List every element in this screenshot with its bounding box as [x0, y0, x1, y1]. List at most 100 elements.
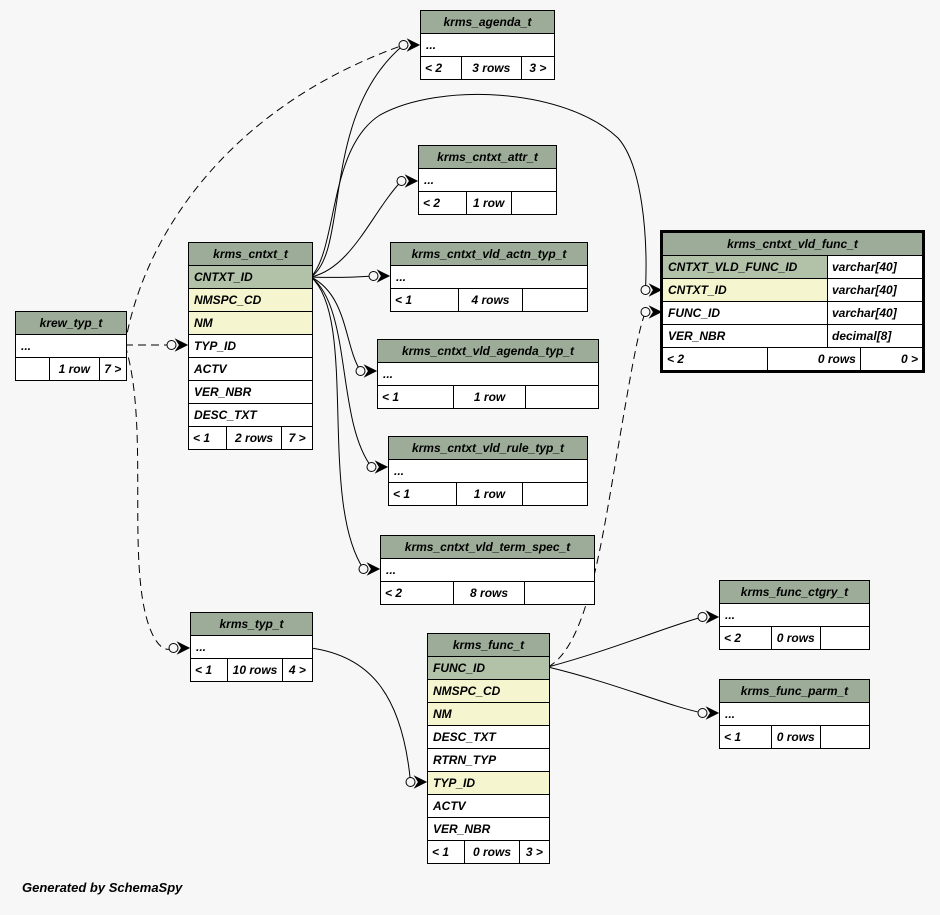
table-footer: < 1 0 rows [720, 725, 869, 748]
column-name: DESC_TXT [433, 730, 496, 744]
table-title[interactable]: krms_cntxt_vld_term_spec_t [381, 536, 594, 558]
parent-count: < 1 [432, 845, 450, 859]
table-row: ... [378, 362, 598, 385]
table-title[interactable]: krms_cntxt_vld_func_t [663, 233, 922, 255]
parent-count: < 1 [193, 431, 211, 445]
table-title[interactable]: krms_agenda_t [421, 11, 554, 33]
rel-func-ctgry [547, 616, 703, 668]
table-krms-cntxt-vld-agenda-typ-t[interactable]: krms_cntxt_vld_agenda_typ_t ... < 1 1 ro… [377, 339, 599, 409]
child-count [819, 726, 869, 748]
table-row: ACTV [428, 794, 549, 817]
table-row-primary-key: CNTXT_ID [189, 265, 312, 288]
row-count: 10 rows [227, 659, 281, 681]
table-krms-typ-t[interactable]: krms_typ_t ... < 1 10 rows 4 > [190, 612, 313, 682]
rel-cntxt-term-spec [310, 276, 364, 570]
table-row: DESC_TXT [428, 725, 549, 748]
columns-ellipsis: ... [196, 640, 207, 654]
columns-ellipsis: ... [383, 367, 394, 381]
rel-cntxt-agenda [310, 44, 404, 278]
table-row: ... [381, 558, 594, 581]
table-title[interactable]: krms_cntxt_attr_t [419, 146, 556, 168]
parent-count [16, 358, 49, 380]
row-count: 0 rows [770, 726, 820, 748]
row-count: 0 rows [770, 627, 820, 649]
table-title[interactable]: krew_typ_t [16, 312, 126, 334]
column-name: DESC_TXT [194, 408, 257, 422]
column-name: CNTXT_ID [194, 270, 253, 284]
table-row: TYP_ID [189, 334, 312, 357]
table-title[interactable]: krms_typ_t [191, 613, 312, 635]
rel-cntxt-actn-typ [310, 275, 374, 278]
table-krms-func-parm-t[interactable]: krms_func_parm_t ... < 1 0 rows [719, 679, 870, 749]
table-row-primary-key: CNTXT_VLD_FUNC_ID varchar[40] [663, 255, 922, 278]
column-name: CNTXT_ID [668, 283, 727, 297]
column-name: VER_NBR [194, 385, 252, 399]
fk-anchor-agenda [398, 38, 421, 52]
table-row: DESC_TXT [189, 403, 312, 426]
rel-cntxt-vld-func [310, 93, 647, 291]
table-title[interactable]: krms_cntxt_vld_rule_typ_t [389, 437, 587, 459]
child-count: 7 > [281, 427, 312, 449]
column-name: NMSPC_CD [433, 684, 501, 698]
row-count: 1 row [49, 358, 99, 380]
table-title[interactable]: krms_func_t [428, 634, 549, 656]
table-krms-func-t[interactable]: krms_func_t FUNC_ID NMSPC_CD NM DESC_TXT… [427, 633, 550, 864]
columns-ellipsis: ... [386, 563, 397, 577]
column-name: TYP_ID [194, 339, 237, 353]
fk-anchors [166, 38, 720, 789]
column-type: varchar[40] [827, 279, 922, 301]
table-row: ... [421, 33, 554, 56]
table-krms-cntxt-vld-rule-typ-t[interactable]: krms_cntxt_vld_rule_typ_t ... < 1 1 row [388, 436, 588, 506]
column-type: decimal[8] [827, 325, 922, 347]
rel-krew-typ-dashed [124, 344, 174, 650]
table-krms-cntxt-vld-func-t[interactable]: krms_cntxt_vld_func_t CNTXT_VLD_FUNC_ID … [660, 230, 925, 373]
table-row: ... [389, 459, 587, 482]
table-title[interactable]: krms_cntxt_vld_actn_typ_t [391, 243, 587, 265]
child-count [523, 582, 594, 604]
column-name: NM [194, 316, 213, 330]
table-krms-cntxt-t[interactable]: krms_cntxt_t CNTXT_ID NMSPC_CD NM TYP_ID… [188, 242, 313, 450]
child-count: 4 > [281, 659, 312, 681]
child-count: 3 > [520, 57, 554, 79]
fk-anchor-term-spec [358, 562, 381, 576]
table-footer: < 1 2 rows 7 > [189, 426, 312, 449]
row-count: 1 row [465, 192, 511, 214]
rel-typ-func [310, 647, 411, 783]
rel-cntxt-agenda-typ [310, 276, 361, 372]
table-footer: < 2 0 rows [720, 626, 869, 649]
fk-anchor-func-ctgry [697, 610, 720, 624]
table-row-primary-key: FUNC_ID [428, 656, 549, 679]
table-krms-agenda-t[interactable]: krms_agenda_t ... < 2 3 rows 3 > [420, 10, 555, 80]
columns-ellipsis: ... [725, 608, 736, 622]
table-krms-cntxt-attr-t[interactable]: krms_cntxt_attr_t ... < 2 1 row [418, 145, 557, 215]
table-row: VER_NBR [189, 380, 312, 403]
table-row: ... [720, 702, 869, 725]
table-row-indexed: NM [428, 702, 549, 725]
table-title[interactable]: krms_func_ctgry_t [720, 581, 869, 603]
column-type: varchar[40] [827, 256, 922, 278]
table-title[interactable]: krms_cntxt_t [189, 243, 312, 265]
columns-ellipsis: ... [725, 707, 736, 721]
column-name: ACTV [433, 799, 466, 813]
child-count: 0 > [859, 348, 922, 370]
column-name: TYP_ID [433, 776, 476, 790]
row-count: 3 rows [460, 57, 521, 79]
table-row-indexed: NMSPC_CD [189, 288, 312, 311]
table-krms-cntxt-vld-actn-typ-t[interactable]: krms_cntxt_vld_actn_typ_t ... < 1 4 rows [390, 242, 588, 312]
table-title[interactable]: krms_cntxt_vld_agenda_typ_t [378, 340, 598, 362]
table-footer: < 2 3 rows 3 > [421, 56, 554, 79]
table-krms-cntxt-vld-term-spec-t[interactable]: krms_cntxt_vld_term_spec_t ... < 2 8 row… [380, 535, 595, 605]
table-krew-typ-t[interactable]: krew_typ_t ... 1 row 7 > [15, 311, 127, 381]
table-title[interactable]: krms_func_parm_t [720, 680, 869, 702]
column-name: VER_NBR [668, 329, 726, 343]
table-row: ... [191, 635, 312, 658]
table-krms-func-ctgry-t[interactable]: krms_func_ctgry_t ... < 2 0 rows [719, 580, 870, 650]
rel-cntxt-attr [310, 180, 402, 278]
schemaspy-credit: Generated by SchemaSpy [22, 880, 183, 895]
fk-anchor-cntxt-typ-id [166, 338, 189, 352]
table-row: RTRN_TYP [428, 748, 549, 771]
parent-count: < 2 [667, 352, 685, 366]
table-row: ACTV [189, 357, 312, 380]
table-row: VER_NBR decimal[8] [663, 324, 922, 347]
child-count: 7 > [98, 358, 127, 380]
